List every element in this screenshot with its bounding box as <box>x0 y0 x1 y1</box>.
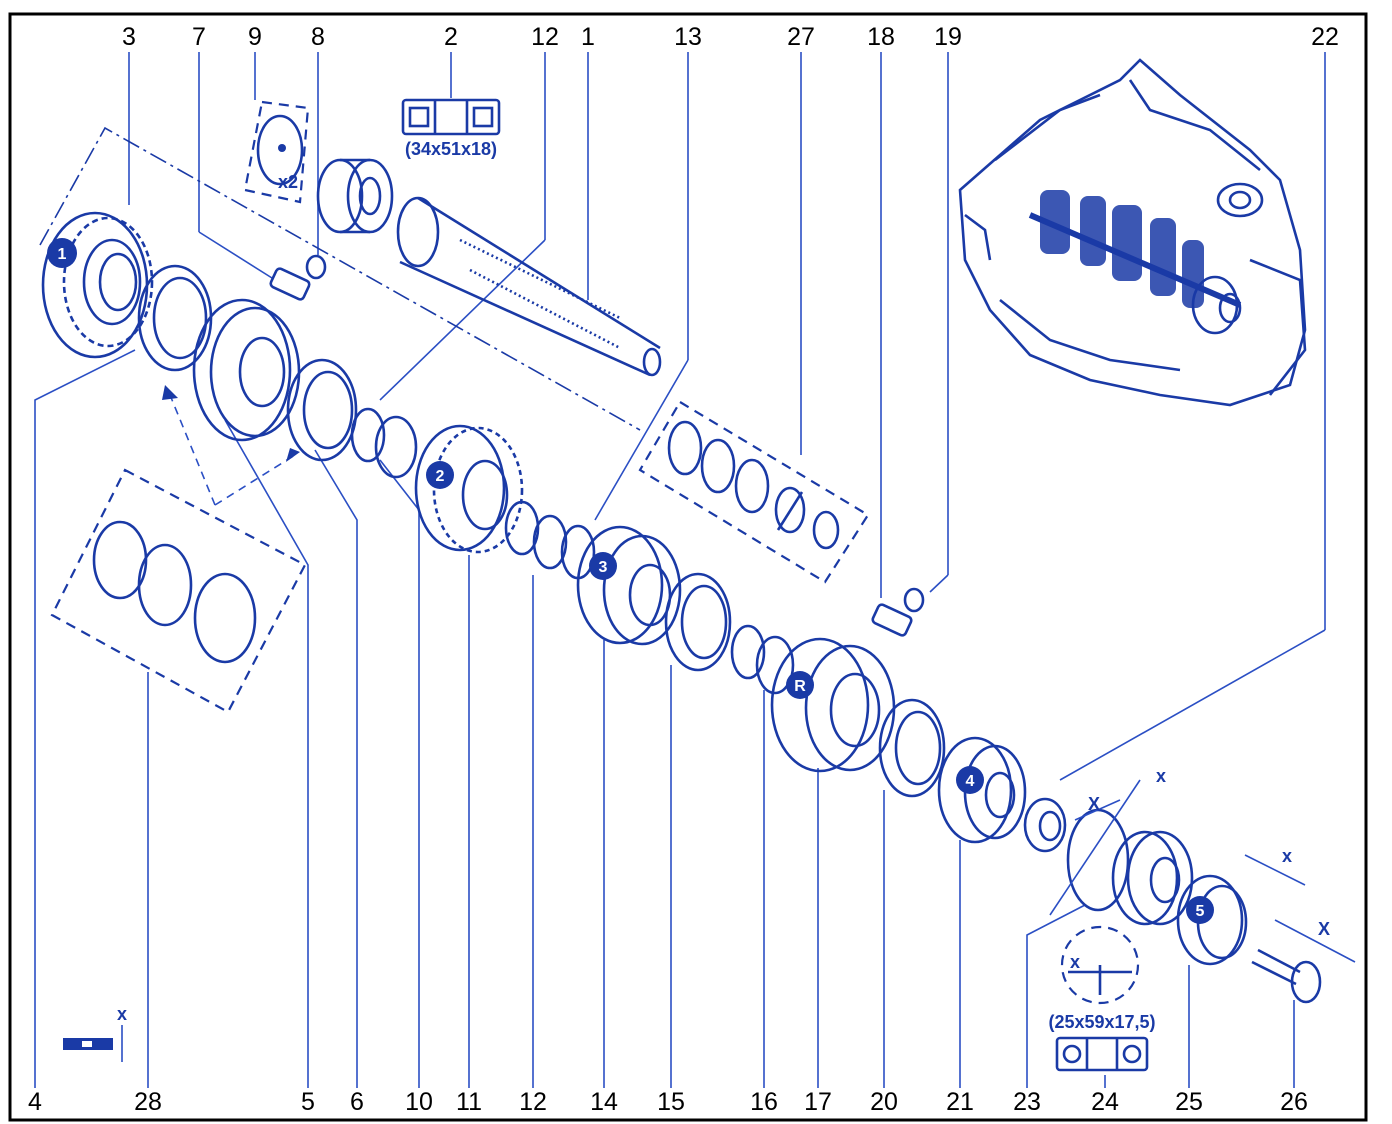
bearing-spec-bottom: (25x59x17,5) <box>1048 1012 1155 1032</box>
bearing-24-detail: x <box>1060 925 1140 1005</box>
dimension-x-detail: x <box>1070 952 1080 972</box>
gear-badge-4: 4 <box>956 766 984 794</box>
gear-5th <box>1176 874 1248 966</box>
callout-25: 25 <box>1175 1088 1203 1116</box>
callout-21: 21 <box>946 1088 974 1116</box>
dimension-x-thickness: x <box>117 1004 127 1024</box>
callout-14: 14 <box>590 1088 618 1116</box>
bearing-2 <box>316 158 394 234</box>
callout-13: 13 <box>674 23 702 51</box>
bearing-spec-icon-bottom <box>1055 1036 1149 1072</box>
bottom-leader-lines <box>34 349 1295 1088</box>
top-leader-lines <box>128 52 1326 781</box>
callout-6: 6 <box>350 1088 364 1116</box>
svg-text:R: R <box>794 678 806 695</box>
dimension-x-snapring: X <box>1088 794 1100 814</box>
svg-text:1: 1 <box>58 246 67 263</box>
callout-23: 23 <box>1013 1088 1041 1116</box>
thickness-symbol: x <box>63 1004 127 1062</box>
synchro-ring-15 <box>664 572 732 672</box>
snap-ring-23: X x <box>1049 766 1166 916</box>
callout-19: 19 <box>934 23 962 51</box>
synchro-ring-4 <box>137 264 213 372</box>
callout-8: 8 <box>311 23 325 51</box>
shaft-axis-line <box>39 126 641 431</box>
synchro-ring-6 <box>286 358 358 462</box>
dimension-x-bolt: X <box>1318 919 1330 939</box>
synchro-set-28-box <box>50 385 307 714</box>
callout-28: 28 <box>134 1088 162 1116</box>
bottom-callouts: 4 28 5 6 10 11 12 14 15 16 17 20 21 23 2… <box>28 1088 1308 1116</box>
callout-1: 1 <box>581 23 595 51</box>
callout-10: 10 <box>405 1088 433 1116</box>
washer-mid <box>532 514 568 570</box>
ring-16a <box>730 624 766 680</box>
gear-2nd <box>414 424 524 554</box>
roller-19 <box>903 587 925 613</box>
gearbox-assembly-illustration <box>958 58 1307 407</box>
gear-reverse <box>770 637 896 773</box>
synchro-ring-20 <box>878 698 946 798</box>
gear-badge-2: 2 <box>426 461 454 489</box>
gear-1st <box>41 211 154 359</box>
callout-24: 24 <box>1091 1088 1119 1116</box>
gear-badge-3: 3 <box>589 552 617 580</box>
washer-set-27-box <box>638 400 870 584</box>
gear-3rd <box>576 525 682 646</box>
key-18 <box>871 603 913 637</box>
dimension-x-small-2: x <box>1282 846 1292 866</box>
ring-16b <box>755 635 795 695</box>
callout-7: 7 <box>192 23 206 51</box>
callout-3: 3 <box>122 23 136 51</box>
nut-22 <box>1023 797 1067 853</box>
detail-9-box: x2 <box>243 100 310 204</box>
gear-4th <box>937 736 1027 844</box>
gear-badge-5: 5 <box>1186 896 1214 924</box>
top-callouts: 3 7 9 8 2 12 1 13 27 18 19 22 <box>122 23 1339 51</box>
gear-badge-R: R <box>786 671 814 699</box>
callout-5: 5 <box>301 1088 315 1116</box>
input-shaft-1 <box>396 196 662 377</box>
callout-12-bottom: 12 <box>519 1088 547 1116</box>
callout-27: 27 <box>787 23 815 51</box>
callout-26: 26 <box>1280 1088 1308 1116</box>
callout-20: 20 <box>870 1088 898 1116</box>
callout-22: 22 <box>1311 23 1339 51</box>
dimension-x-small-1: x <box>1156 766 1166 786</box>
callout-2: 2 <box>444 23 458 51</box>
callout-9: 9 <box>248 23 262 51</box>
callout-15: 15 <box>657 1088 685 1116</box>
svg-text:4: 4 <box>966 773 975 790</box>
bolt-26 <box>1251 948 1322 1004</box>
frame-border <box>8 12 1368 1122</box>
callout-12-top: 12 <box>531 23 559 51</box>
bearing-24 <box>1111 830 1194 926</box>
gear-badge-1: 1 <box>47 238 77 268</box>
roller-8 <box>305 254 327 280</box>
assembly-shaft-gears <box>1028 190 1242 308</box>
washer-12 <box>504 500 540 556</box>
bearing-spec-top: (34x51x18) <box>405 139 497 159</box>
key-7 <box>269 267 311 301</box>
callout-16: 16 <box>750 1088 778 1116</box>
svg-text:2: 2 <box>436 468 445 485</box>
quantity-x2: x2 <box>278 172 298 192</box>
svg-text:5: 5 <box>1196 903 1205 920</box>
callout-4: 4 <box>28 1088 42 1116</box>
callout-18: 18 <box>867 23 895 51</box>
bearing-spec-icon-top <box>401 98 501 136</box>
callout-11: 11 <box>456 1088 482 1116</box>
circlip-10 <box>374 415 418 479</box>
circlip-12 <box>350 407 386 463</box>
callout-17: 17 <box>804 1088 832 1116</box>
svg-text:3: 3 <box>599 559 608 576</box>
